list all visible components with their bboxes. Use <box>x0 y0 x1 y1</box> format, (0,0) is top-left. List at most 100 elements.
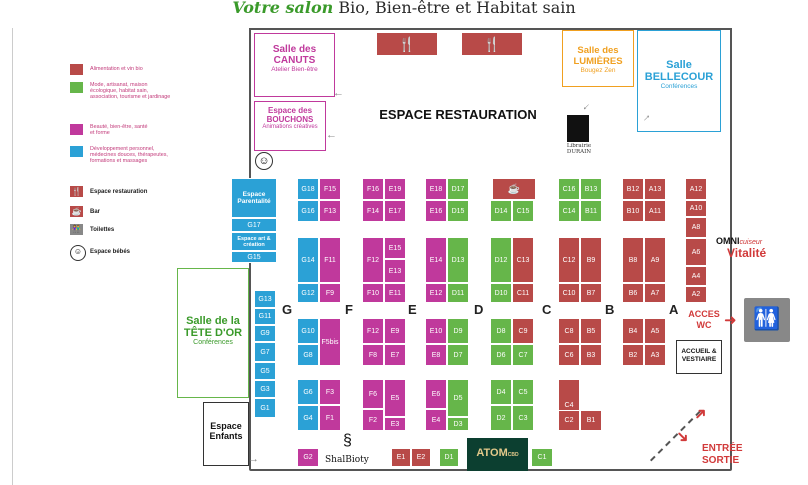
stand-E15[interactable]: E15 <box>384 237 406 259</box>
stand-C8[interactable]: C8 <box>558 318 580 344</box>
stand-E4[interactable]: E4 <box>425 409 447 431</box>
stand-B10[interactable]: B10 <box>622 200 644 222</box>
stand-C7[interactable]: C7 <box>512 344 534 366</box>
stand-D14[interactable]: D14 <box>490 200 512 222</box>
stand-F1[interactable]: F1 <box>319 405 341 431</box>
stand-F2[interactable]: F2 <box>362 409 384 431</box>
stand-E19[interactable]: E19 <box>384 178 406 200</box>
stand-F12[interactable]: F12 <box>362 237 384 283</box>
stand-G5[interactable]: G5 <box>254 362 276 380</box>
stand-E16[interactable]: E16 <box>425 200 447 222</box>
stand-E11[interactable]: E11 <box>384 283 406 303</box>
stand-E14[interactable]: E14 <box>425 237 447 283</box>
stand-B4[interactable]: B4 <box>622 318 644 344</box>
stand-C6[interactable]: C6 <box>558 344 580 366</box>
stand-A12[interactable]: A12 <box>685 178 707 200</box>
stand-F12b[interactable]: F12 <box>362 318 384 344</box>
stand-C9[interactable]: C9 <box>512 318 534 344</box>
stand-E7[interactable]: E7 <box>384 344 406 366</box>
stand-E10[interactable]: E10 <box>425 318 447 344</box>
stand-F14[interactable]: F14 <box>362 200 384 222</box>
stand-A4[interactable]: A4 <box>685 266 707 286</box>
stand-E18[interactable]: E18 <box>425 178 447 200</box>
stand-G9[interactable]: G9 <box>254 325 276 342</box>
stand-A11[interactable]: A11 <box>644 200 666 222</box>
stand-G11[interactable]: G11 <box>254 308 276 325</box>
stand-D10[interactable]: D10 <box>490 283 512 303</box>
stand-B13[interactable]: B13 <box>580 178 602 200</box>
stand-A2[interactable]: A2 <box>685 286 707 303</box>
stand-G12[interactable]: G12 <box>297 283 319 303</box>
stand-G6[interactable]: G6 <box>297 379 319 405</box>
stand-F11[interactable]: F11 <box>319 237 341 283</box>
stand-E9[interactable]: E9 <box>384 318 406 344</box>
stand-G14[interactable]: G14 <box>297 237 319 283</box>
stand-A8[interactable]: A8 <box>685 217 707 238</box>
stand-D12[interactable]: D12 <box>490 237 512 283</box>
stand-D8[interactable]: D8 <box>490 318 512 344</box>
stand-F10[interactable]: F10 <box>362 283 384 303</box>
stand-D9[interactable]: D9 <box>447 318 469 344</box>
stand-C13[interactable]: C13 <box>512 237 534 283</box>
stand-E3[interactable]: E3 <box>384 417 406 431</box>
stand-G2[interactable]: G2 <box>297 448 319 467</box>
stand-B12[interactable]: B12 <box>622 178 644 200</box>
stand-G7[interactable]: G7 <box>254 342 276 362</box>
stand-E6[interactable]: E6 <box>425 379 447 409</box>
stand-F5bis[interactable]: F5bis <box>319 318 341 366</box>
stand-B5[interactable]: B5 <box>580 318 602 344</box>
stand-A10[interactable]: A10 <box>685 200 707 217</box>
stand-B6[interactable]: B6 <box>622 283 644 303</box>
stand-B9[interactable]: B9 <box>580 237 602 283</box>
stand-C16[interactable]: C16 <box>558 178 580 200</box>
stand-G13[interactable]: G13 <box>254 290 276 308</box>
stand-E8[interactable]: E8 <box>425 344 447 366</box>
stand-C15[interactable]: C15 <box>512 200 534 222</box>
stand-G3[interactable]: G3 <box>254 380 276 398</box>
stand-C14[interactable]: C14 <box>558 200 580 222</box>
stand-D13[interactable]: D13 <box>447 237 469 283</box>
stand-B1[interactable]: B1 <box>580 410 602 431</box>
stand-C11[interactable]: C11 <box>512 283 534 303</box>
stand-G15[interactable]: G15 <box>231 251 277 263</box>
stand-E17[interactable]: E17 <box>384 200 406 222</box>
stand-F9[interactable]: F9 <box>319 283 341 303</box>
stand-F15[interactable]: F15 <box>319 178 341 200</box>
stand-G18[interactable]: G18 <box>297 178 319 200</box>
stand-E1[interactable]: E1 <box>391 448 411 467</box>
stand-E2[interactable]: E2 <box>411 448 431 467</box>
stand-C2[interactable]: C2 <box>558 410 580 431</box>
stand-A6[interactable]: A6 <box>685 238 707 266</box>
stand-G17[interactable]: G17 <box>231 218 277 232</box>
stand-E12[interactable]: E12 <box>425 283 447 303</box>
stand-B11[interactable]: B11 <box>580 200 602 222</box>
stand-F6[interactable]: F6 <box>362 379 384 409</box>
stand-D3[interactable]: D3 <box>447 417 469 431</box>
stand-B7[interactable]: B7 <box>580 283 602 303</box>
stand-C1[interactable]: C1 <box>531 448 553 467</box>
stand-A7[interactable]: A7 <box>644 283 666 303</box>
stand-C10[interactable]: C10 <box>558 283 580 303</box>
stand-E13[interactable]: E13 <box>384 259 406 283</box>
stand-G16[interactable]: G16 <box>297 200 319 222</box>
stand-C3[interactable]: C3 <box>512 405 534 431</box>
stand-D15[interactable]: D15 <box>447 200 469 222</box>
stand-D5[interactable]: D5 <box>447 379 469 417</box>
stand-D6[interactable]: D6 <box>490 344 512 366</box>
stand-G4[interactable]: G4 <box>297 405 319 431</box>
stand-B3[interactable]: B3 <box>580 344 602 366</box>
stand-F16[interactable]: F16 <box>362 178 384 200</box>
stand-B2[interactable]: B2 <box>622 344 644 366</box>
stand-G8[interactable]: G8 <box>297 344 319 366</box>
stand-D4[interactable]: D4 <box>490 379 512 405</box>
stand-A5[interactable]: A5 <box>644 318 666 344</box>
stand-F13[interactable]: F13 <box>319 200 341 222</box>
stand-G10[interactable]: G10 <box>297 318 319 344</box>
stand-A9[interactable]: A9 <box>644 237 666 283</box>
stand-D1[interactable]: D1 <box>439 448 459 467</box>
stand-B8[interactable]: B8 <box>622 237 644 283</box>
stand-D7[interactable]: D7 <box>447 344 469 366</box>
stand-A3[interactable]: A3 <box>644 344 666 366</box>
stand-D2[interactable]: D2 <box>490 405 512 431</box>
stand-C12[interactable]: C12 <box>558 237 580 283</box>
